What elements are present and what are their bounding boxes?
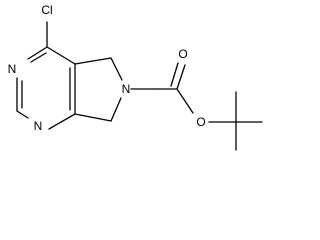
chlorine-label: Cl bbox=[41, 3, 52, 17]
bond-carbonyl-to-ester-o bbox=[176, 88, 194, 114]
bond-carbonyl-oxygen bbox=[176, 64, 186, 90]
bond-carbonyl-oxygen-double bbox=[170, 62, 179, 87]
pyrroline-nitrogen-label: N bbox=[122, 82, 131, 96]
bond-c4a-c4 bbox=[46, 46, 76, 65]
bond-c2-n1 bbox=[16, 110, 29, 119]
bond-c4-n3 bbox=[27, 46, 48, 60]
bond-n1-c7a bbox=[48, 113, 76, 130]
atom-labels: Cl N N N O O bbox=[8, 3, 206, 133]
ring-nitrogen-bottom-label: N bbox=[34, 119, 43, 133]
ring-nitrogen-top-label: N bbox=[8, 62, 17, 76]
bond-c5-n6 bbox=[110, 57, 123, 81]
bond-n6-c7 bbox=[110, 97, 122, 122]
bond-c7-c7a bbox=[74, 113, 112, 122]
carbonyl-oxygen-label: O bbox=[178, 47, 187, 61]
pyrroline-ring bbox=[74, 57, 123, 122]
structure-canvas: Cl N N N O O bbox=[7, 3, 263, 151]
bond-c4a-c5 bbox=[74, 57, 112, 65]
chemical-structure-drawing: Cl N N N O O bbox=[8, 3, 263, 151]
boc-group bbox=[130, 62, 263, 151]
ester-oxygen-label: O bbox=[196, 115, 205, 129]
bond-c4-n3-double bbox=[30, 52, 47, 63]
pyrimidine-ring bbox=[16, 21, 76, 130]
